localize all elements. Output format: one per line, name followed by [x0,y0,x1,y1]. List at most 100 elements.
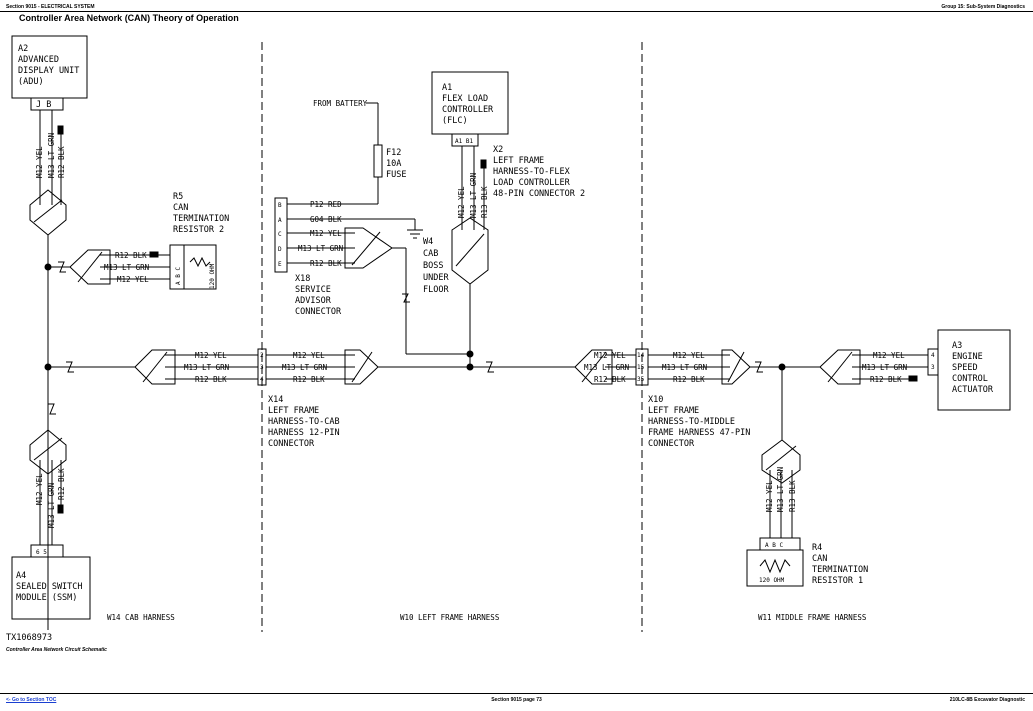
a3-shield-marker [908,375,918,382]
r5-shield-marker [149,251,159,258]
x14-right-wire-m13: M13 LT GRN [282,363,327,372]
r5-label-0: R5 [173,192,183,202]
a2-label-1: ADVANCED [18,55,59,65]
a4-wire-r12: R12 BLK [57,468,66,500]
f12-label-2: FUSE [386,170,406,180]
x14-label-4: CONNECTOR [268,439,315,449]
x18-wire-3: M13 LT GRN [298,244,343,253]
r4-wire-m13: M13 LT GRN [776,467,785,512]
r5-label-2: TERMINATION [173,214,229,224]
x14-left-wire-m12: M12 YEL [195,351,227,360]
footer-rule [0,693,1033,694]
a3-pin-1: 3 [931,364,935,371]
a4-label-1: SEALED SWITCH [16,582,83,592]
x10-left-wire-m12: M12 YEL [594,351,626,360]
a3-label-1: ENGINE [952,352,983,362]
x14-label-3: HARNESS 12-PIN [268,428,340,438]
r5-label-3: RESISTOR 2 [173,225,224,235]
harness-label-w14: W14 CAB HARNESS [107,613,175,622]
a4-label-2: MODULE (SSM) [16,593,77,603]
x14-label-1: LEFT FRAME [268,406,319,416]
f12-fuse [373,144,383,178]
w4-label-4: FLOOR [423,285,449,295]
from-battery-label: FROM BATTERY [313,99,368,108]
x18-pin-1: A [278,217,282,224]
x14-pin-0: 2 [260,352,264,359]
a2-pins: J B [36,100,51,110]
a2-wire-m12: M12 YEL [35,146,44,178]
r5-termination-resistor: A B C 120 OHM R5 CAN TERMINATION RESISTO… [169,192,229,290]
x10-right-wire-m13: M13 LT GRN [662,363,707,372]
a4-sealed-switch-module: 6 5 A4 SEALED SWITCH MODULE (SSM) [11,544,91,620]
a4-label-0: A4 [16,571,26,581]
a1-label-1: FLEX LOAD [442,94,488,104]
r5-wire-m13: M13 LT GRN [104,263,149,272]
a1-shield-marker [480,159,487,169]
figure-id: TX1068973 [6,633,52,643]
a2-label-0: A2 [18,44,28,54]
f12-label-0: F12 [386,148,401,158]
x18-pin-3: D [278,246,282,253]
x10-label-4: CONNECTOR [648,439,695,449]
x10-right-wire-m12: M12 YEL [673,351,705,360]
w4-ground-symbol [407,219,423,239]
a1-wire-r13: R13 BLK [480,186,489,218]
figure-caption: Controller Area Network Circuit Schemati… [6,647,107,653]
x2-label-0: X2 [493,145,503,155]
a1-label-3: (FLC) [442,116,468,126]
a2-advanced-display-unit: A2 ADVANCED DISPLAY UNIT (ADU) J B [11,35,88,111]
x14-right-wire-m12: M12 YEL [293,351,325,360]
r4-wire-r13: R13 BLK [788,480,797,512]
a2-label-2: DISPLAY UNIT [18,66,79,76]
x14-connector: 2 3 4 X14 LEFT FRAME HARNESS-TO-CAB HARN… [257,348,340,449]
a4-pins: 6 5 [36,549,47,556]
a2-wire-m13: M13 LT GRN [47,133,56,178]
x18-label-3: CONNECTOR [295,307,342,317]
a4-shield-marker [57,504,64,514]
x10-left-wire-r12: R12 BLK [594,375,626,384]
x18-label-0: X18 [295,274,310,284]
x18-wire-0: P12 RED [310,200,342,209]
w4-label-2: BOSS [423,261,443,271]
r4-label-0: R4 [812,543,822,553]
r4-wire-m12: M12 YEL [765,480,774,512]
a3-pin-0: 4 [931,352,935,359]
f12-label-1: 10A [386,159,401,169]
x18-wire-4: R12 BLK [310,259,342,268]
a3-wire-r12: R12 BLK [870,375,902,384]
r4-value: 120 OHM [759,577,785,584]
x14-pin-2: 4 [260,376,264,383]
x18-service-advisor-connector: B A C D E X18 SERVICE ADVISOR CONNECTOR [274,197,342,317]
a1-pins: A1 B1 [455,138,473,145]
x14-label-0: X14 [268,395,283,405]
harness-label-w11: W11 MIDDLE FRAME HARNESS [758,613,867,622]
x18-wire-2: M12 YEL [310,229,342,238]
section-toc-link[interactable]: <- Go to Section TOC [6,697,57,703]
x14-left-wire-m13: M13 LT GRN [184,363,229,372]
a3-label-0: A3 [952,341,962,351]
r4-label-3: RESISTOR 1 [812,576,863,586]
r4-termination-resistor: A B C 120 OHM R4 CAN TERMINATION RESISTO… [746,537,868,587]
x2-label-3: LOAD CONTROLLER [493,178,571,188]
x18-pin-0: B [278,202,282,209]
x10-label-1: LEFT FRAME [648,406,699,416]
a3-wire-m13: M13 LT GRN [862,363,907,372]
a1-label-0: A1 [442,83,452,93]
x14-right-wire-r12: R12 BLK [293,375,325,384]
x14-left-wire-r12: R12 BLK [195,375,227,384]
x14-label-2: HARNESS-TO-CAB [268,417,340,427]
x10-label-3: FRAME HARNESS 47-PIN [648,428,750,438]
harness-label-w10: W10 LEFT FRAME HARNESS [400,613,500,622]
r5-wire-m12: M12 YEL [117,275,149,284]
x10-left-wire-m13: M13 LT GRN [584,363,629,372]
header-rule [0,11,1033,12]
x18-pin-4: E [278,261,282,268]
x10-pin-1: 15 [637,364,645,371]
r4-pins: A B C [765,542,783,549]
x10-label-0: X10 [648,395,663,405]
a1-label-2: CONTROLLER [442,105,494,115]
r5-value: 120 OHM [209,263,216,289]
r5-pins: A B C [175,267,182,285]
x18-label-1: SERVICE [295,285,331,295]
model-label: 210LC-8B Excavator Diagnostic [949,697,1025,703]
